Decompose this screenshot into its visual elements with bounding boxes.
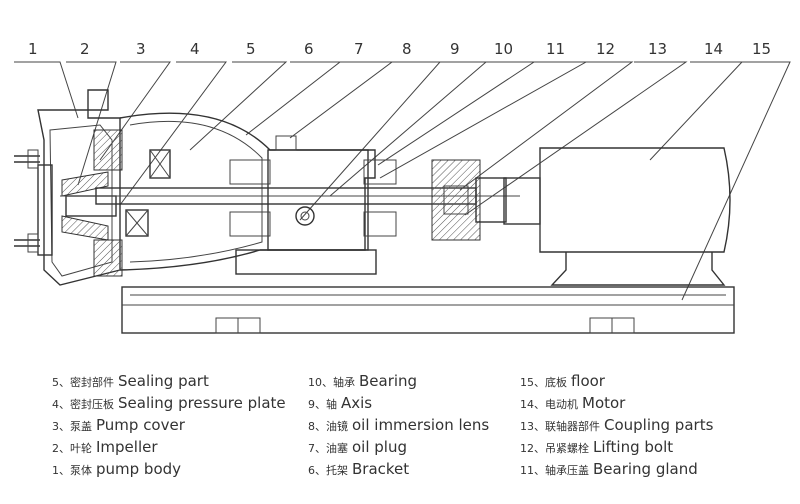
- callout-9: 9: [450, 40, 460, 58]
- callout-15: 15: [752, 40, 771, 58]
- callout-4: 4: [190, 40, 200, 58]
- callout-6: 6: [304, 40, 314, 58]
- callout-3: 3: [136, 40, 146, 58]
- callout-14: 14: [704, 40, 723, 58]
- callout-13: 13: [648, 40, 667, 58]
- leader-lines: [14, 61, 791, 301]
- seal-housing: [93, 129, 171, 277]
- base-plate: [121, 286, 735, 334]
- callout-numbers: 1 2 3 4 5 6 7 8 9 10 11 12 13 14 15: [28, 40, 771, 58]
- callout-5: 5: [246, 40, 256, 58]
- callout-1: 1: [28, 40, 38, 58]
- callout-2: 2: [80, 40, 90, 58]
- bracket: [119, 112, 397, 275]
- callout-8: 8: [402, 40, 412, 58]
- coupling: [431, 159, 507, 241]
- callout-10: 10: [494, 40, 513, 58]
- motor: [503, 147, 731, 286]
- callout-11: 11: [546, 40, 565, 58]
- callout-7: 7: [354, 40, 364, 58]
- pump-body: [14, 89, 121, 286]
- callout-12: 12: [596, 40, 615, 58]
